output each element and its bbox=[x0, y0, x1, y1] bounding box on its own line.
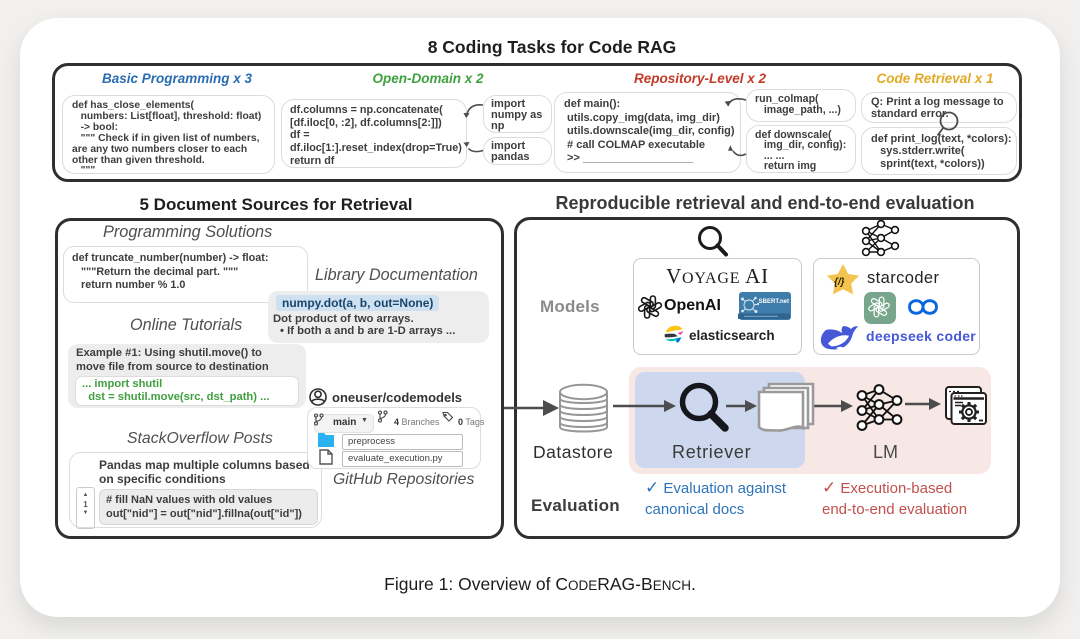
svg-text:{/}: {/} bbox=[834, 277, 845, 288]
